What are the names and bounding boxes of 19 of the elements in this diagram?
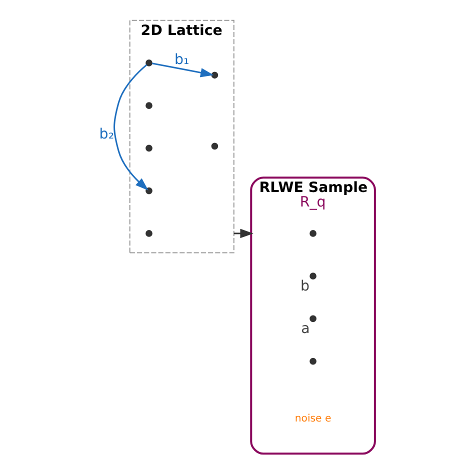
edge-label: b₁ — [174, 52, 190, 68]
node-circle — [211, 72, 218, 79]
node-circle — [146, 144, 152, 152]
node-circle — [146, 187, 152, 194]
node-label: b — [300, 278, 310, 294]
node-circle — [310, 315, 316, 322]
node-label: a — [301, 320, 310, 337]
node-circle — [310, 272, 316, 280]
arrow — [152, 62, 214, 78]
node-circle — [146, 102, 152, 109]
arrow — [234, 228, 254, 238]
node-circle — [310, 230, 316, 237]
node-circle — [211, 142, 218, 150]
node-circle — [146, 60, 152, 66]
node-circle — [146, 230, 152, 237]
arrow — [114, 64, 148, 191]
node-circle — [310, 358, 316, 365]
label: noise e — [294, 414, 332, 425]
edge-label: b₂ — [99, 126, 114, 142]
